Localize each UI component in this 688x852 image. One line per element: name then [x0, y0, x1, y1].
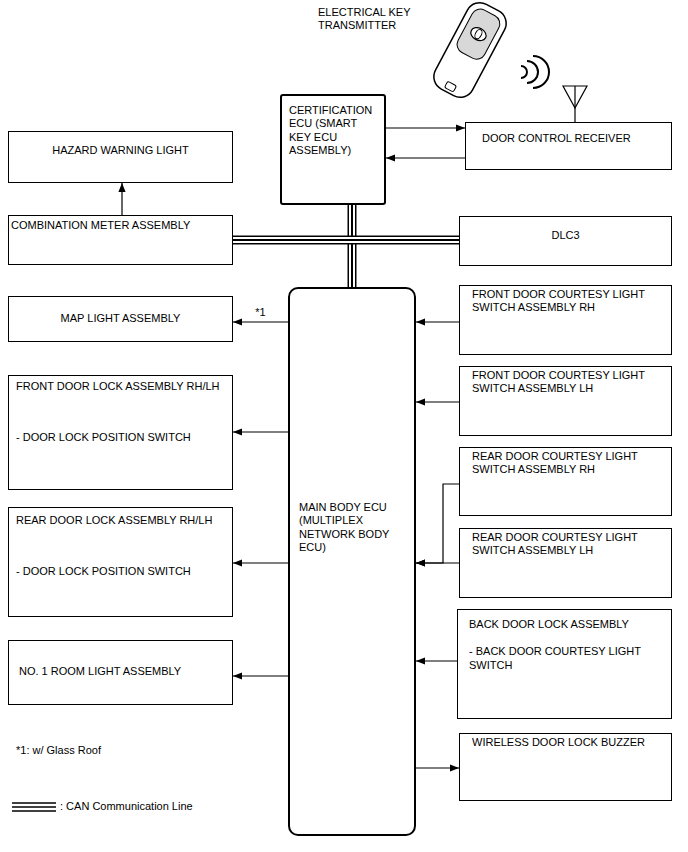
sub-component: - DOOR LOCK POSITION SWITCH	[16, 565, 225, 578]
signal-wire	[233, 322, 288, 323]
component-box: BACK DOOR LOCK ASSEMBLY - BACK DOOR COURT…	[457, 609, 672, 719]
signal-wire	[416, 484, 459, 563]
sub-component: - BACK DOOR COURTESY LIGHT SWITCH	[469, 645, 660, 672]
component-name: DLC3	[466, 229, 665, 242]
radio-waves	[521, 56, 549, 88]
component-name: CERTIFICATION ECU (SMART KEY ECU ASSEMBL…	[289, 104, 377, 158]
component-box: COMBINATION METER ASSEMBLY	[8, 215, 233, 265]
component-name: REAR DOOR LOCK ASSEMBLY RH/LH	[16, 514, 225, 527]
ecu-box: MAIN BODY ECU (MULTIPLEX NETWORK BODY EC…	[288, 287, 416, 836]
component-box: FRONT DOOR COURTESY LIGHT SWITCH ASSEMBL…	[459, 285, 672, 355]
caption-label: ELECTRICAL KEY TRANSMITTER	[318, 6, 418, 33]
footnote: *1: w/ Glass Roof	[16, 744, 216, 757]
footnote-mark: *1	[253, 306, 267, 319]
component-box: DOOR CONTROL RECEIVER	[465, 122, 672, 170]
component-box: WIRELESS DOOR LOCK BUZZER	[459, 733, 672, 801]
signal-wire	[233, 563, 288, 564]
component-box: REAR DOOR COURTESY LIGHT SWITCH ASSEMBLY…	[459, 447, 672, 516]
component-name: FRONT DOOR COURTESY LIGHT SWITCH ASSEMBL…	[472, 288, 659, 315]
component-name: MAIN BODY ECU (MULTIPLEX NETWORK BODY EC…	[299, 501, 405, 555]
ecu-box: CERTIFICATION ECU (SMART KEY ECU ASSEMBL…	[280, 94, 386, 205]
signal-wire	[416, 563, 459, 564]
signal-wire	[386, 158, 465, 159]
can-bus-line	[233, 240, 459, 241]
signal-wire	[416, 661, 457, 662]
component-name: FRONT DOOR COURTESY LIGHT SWITCH ASSEMBL…	[472, 369, 659, 396]
can-bus-line	[352, 205, 353, 287]
component-box: REAR DOOR LOCK ASSEMBLY RH/LH - DOOR LOCK…	[8, 507, 233, 617]
key-fob	[429, 0, 511, 102]
component-name: BACK DOOR LOCK ASSEMBLY	[469, 618, 660, 631]
component-box: HAZARD WARNING LIGHT	[8, 131, 233, 183]
component-box: DLC3	[459, 216, 672, 266]
component-name: WIRELESS DOOR LOCK BUZZER	[472, 736, 659, 749]
component-name: NO. 1 ROOM LIGHT ASSEMBLY	[19, 665, 222, 678]
sub-component: - DOOR LOCK POSITION SWITCH	[16, 431, 225, 444]
signal-wire	[122, 183, 123, 215]
signal-wire	[386, 128, 465, 129]
signal-wire	[416, 402, 459, 403]
antenna-symbol	[563, 86, 587, 122]
component-box: FRONT DOOR LOCK ASSEMBLY RH/LH - DOOR LOC…	[8, 375, 233, 490]
signal-wire	[416, 768, 459, 769]
component-name: REAR DOOR COURTESY LIGHT SWITCH ASSEMBLY…	[472, 450, 659, 477]
component-name: FRONT DOOR LOCK ASSEMBLY RH/LH	[16, 380, 225, 393]
can-line-sample	[12, 801, 56, 813]
component-name: COMBINATION METER ASSEMBLY	[11, 219, 230, 232]
signal-wire	[233, 432, 288, 433]
component-box: MAP LIGHT ASSEMBLY	[8, 296, 233, 342]
legend-text: : CAN Communication Line	[60, 800, 193, 813]
component-name: HAZARD WARNING LIGHT	[15, 144, 226, 157]
signal-wire	[233, 676, 288, 677]
component-box: FRONT DOOR COURTESY LIGHT SWITCH ASSEMBL…	[459, 366, 672, 436]
signal-wire	[416, 322, 459, 323]
component-name: REAR DOOR COURTESY LIGHT SWITCH ASSEMBLY…	[472, 531, 659, 558]
component-box: REAR DOOR COURTESY LIGHT SWITCH ASSEMBLY…	[459, 528, 672, 598]
component-name: DOOR CONTROL RECEIVER	[482, 132, 655, 145]
component-name: MAP LIGHT ASSEMBLY	[15, 312, 226, 325]
legend-entry: : CAN Communication Line	[12, 800, 193, 813]
component-box: NO. 1 ROOM LIGHT ASSEMBLY	[8, 640, 233, 705]
